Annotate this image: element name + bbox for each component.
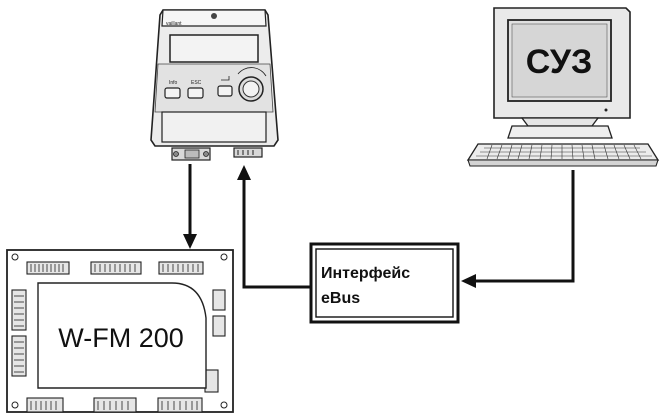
info-button[interactable] (164, 87, 181, 99)
computer-workstation: СУЗ (466, 7, 660, 167)
enter-button[interactable] (217, 85, 233, 97)
esc-button-label: ESC (191, 80, 202, 86)
status-led-icon (211, 13, 217, 19)
power-led-icon (604, 108, 608, 112)
computer-label: СУЗ (526, 43, 593, 81)
enter-arrow-icon (221, 76, 230, 81)
line-computer-to-interface (474, 170, 575, 283)
brand-label: vaillant (166, 21, 182, 27)
arrow-up-to-controller-icon (237, 165, 251, 180)
arrow-down-to-board-icon (183, 234, 197, 249)
keyboard (466, 143, 660, 167)
arrow-left-to-interface-icon (461, 274, 476, 288)
esc-button[interactable] (187, 87, 204, 99)
controller-display (169, 34, 259, 63)
rotary-knob[interactable] (237, 67, 267, 102)
interface-label-line1: Интерфейс (321, 265, 410, 282)
interface-label-line2: eBus (321, 290, 360, 307)
ebus-interface-box: Интерфейс eBus (309, 242, 460, 324)
board-label: W-FM 200 (58, 323, 184, 353)
wfm200-module-board: W-FM 200 (6, 249, 234, 413)
line-interface-to-controller (242, 178, 311, 289)
control-unit: vaillant Info ESC (150, 9, 279, 161)
info-button-label: Info (169, 80, 178, 86)
connection-lines (188, 164, 575, 289)
